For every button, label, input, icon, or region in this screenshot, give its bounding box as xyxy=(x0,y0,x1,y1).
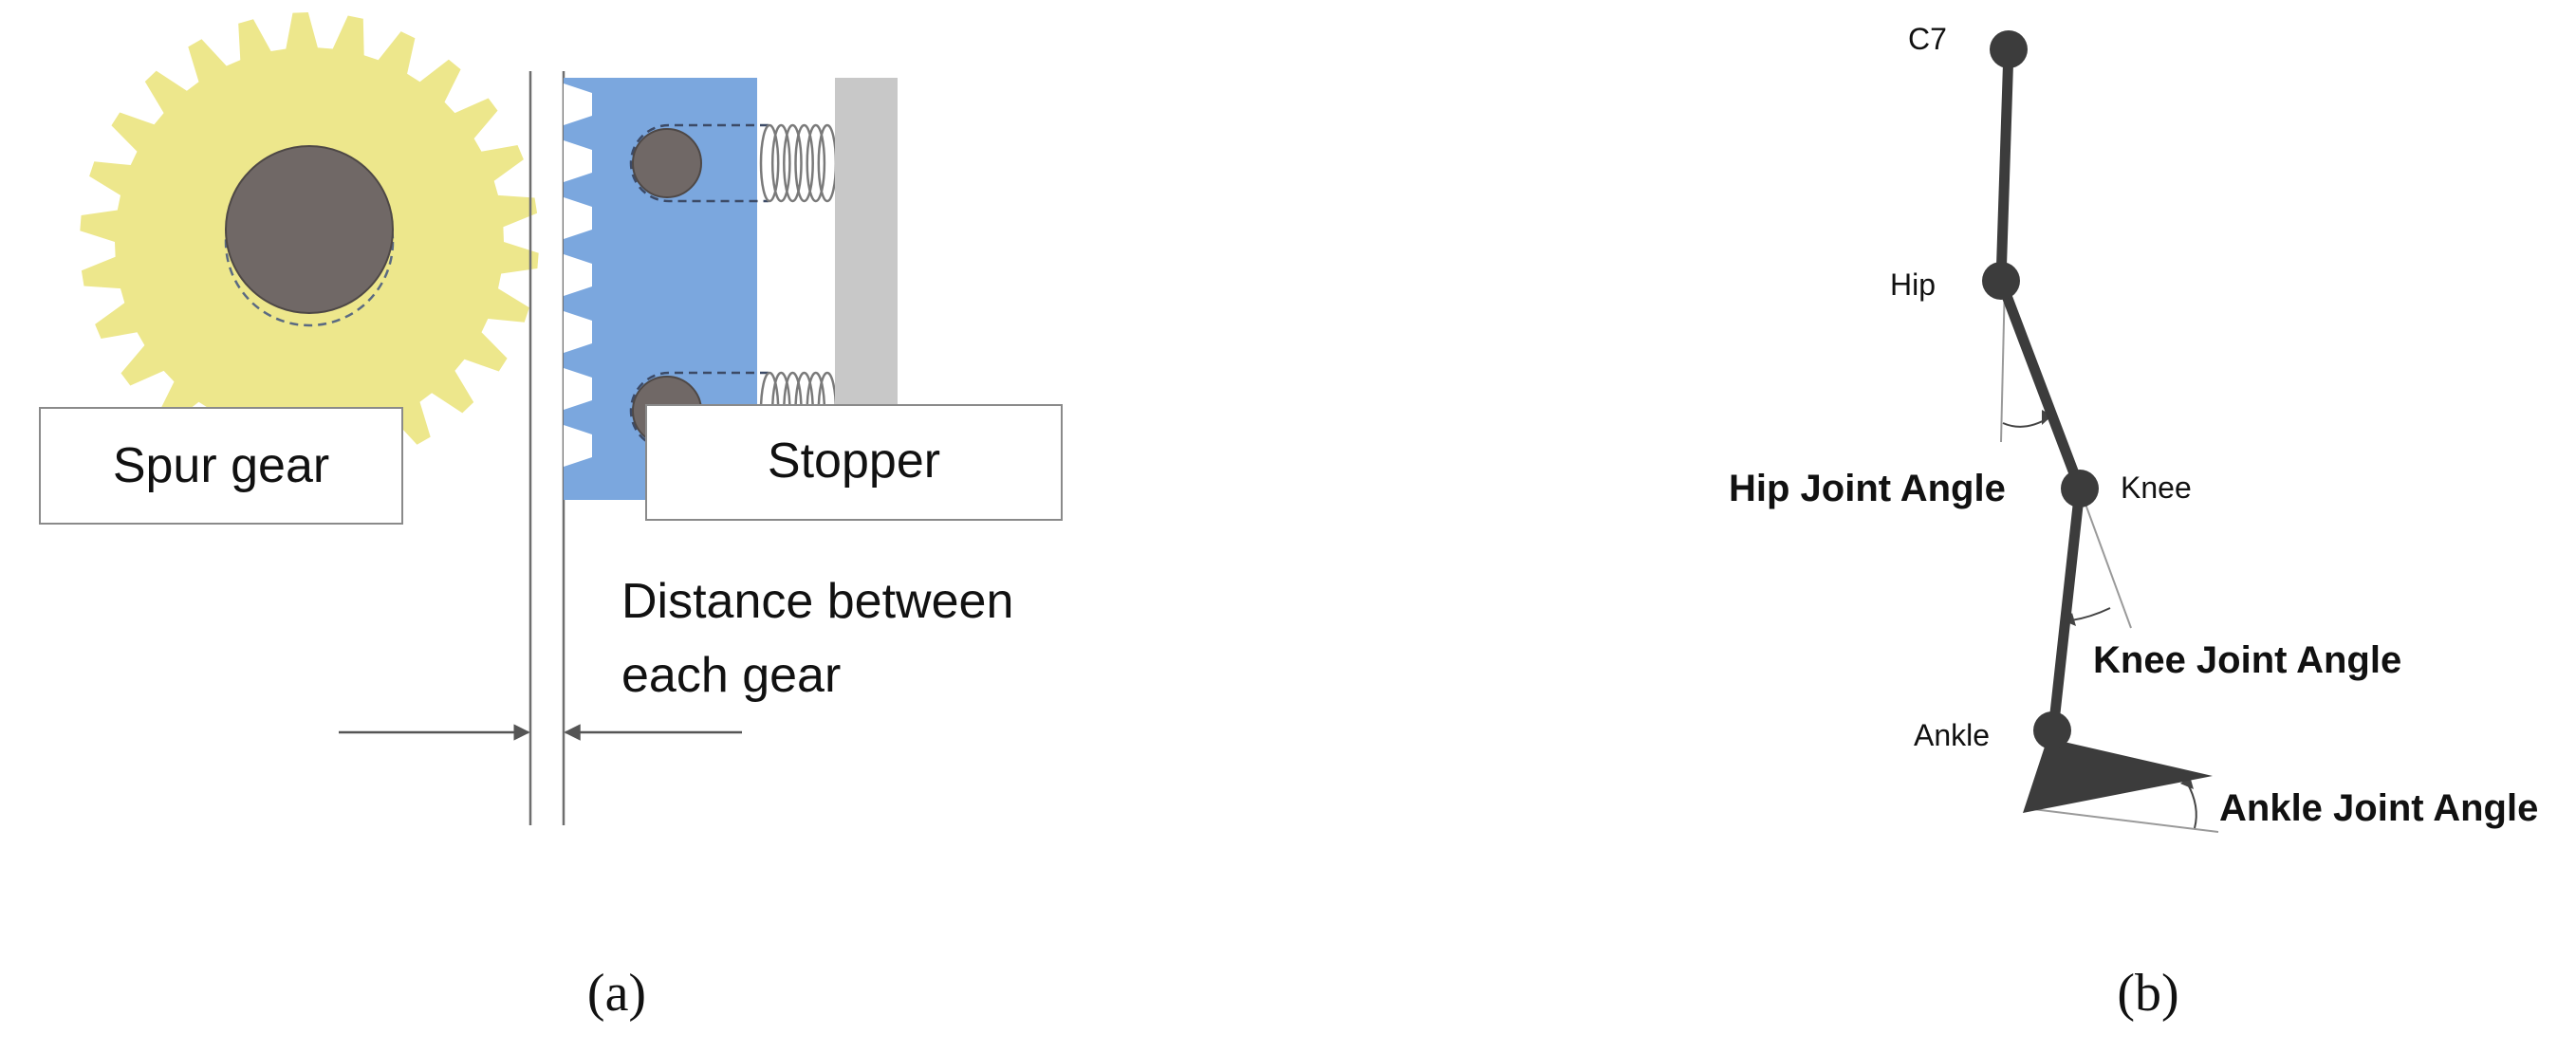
rack-teeth xyxy=(564,83,592,467)
hip-joint-angle-label: Hip Joint Angle xyxy=(1729,468,2006,509)
spur-gear-label: Spur gear xyxy=(113,438,329,493)
knee-joint-angle-label: Knee Joint Angle xyxy=(2093,639,2401,681)
trunk-segment xyxy=(1995,44,2014,286)
rack-tooth-notch xyxy=(564,140,592,182)
knee-label: Knee xyxy=(2121,471,2192,505)
foot-segment xyxy=(2023,738,2213,813)
ankle-marker xyxy=(2033,711,2071,749)
gear-hub xyxy=(225,145,394,314)
ankle-reference-line xyxy=(2025,807,2219,833)
hip-marker xyxy=(1982,262,2020,300)
rack-tooth-notch xyxy=(564,368,592,410)
spring-coil xyxy=(783,123,803,203)
spur-gear-label-box xyxy=(39,407,403,525)
stopper-label: Stopper xyxy=(768,434,940,489)
shank-segment xyxy=(2048,483,2085,736)
spring-coil xyxy=(759,123,780,203)
spring-coil xyxy=(817,123,838,203)
stopper-bar xyxy=(835,78,898,405)
rack-slot-upper xyxy=(629,123,769,203)
ankle-angle-arc xyxy=(2186,782,2197,829)
caption-a: (a) xyxy=(587,964,646,1023)
rack-pin-upper xyxy=(632,128,702,198)
panel-b: C7 Hip Knee Ankle Hip Joint Angle Knee J… xyxy=(1729,22,2538,1023)
knee-angle-arc xyxy=(2070,607,2111,621)
ankle-joint-angle-label: Ankle Joint Angle xyxy=(2219,787,2538,829)
hip-angle-arrowhead xyxy=(2042,410,2052,425)
rack-tooth-notch xyxy=(564,311,592,353)
hip-label: Hip xyxy=(1890,268,1936,302)
spring-coil xyxy=(770,123,791,203)
knee-marker xyxy=(2061,470,2099,508)
ankle-label: Ankle xyxy=(1914,718,1990,752)
spring-upper xyxy=(759,123,838,203)
rack-tooth-notch xyxy=(564,197,592,239)
stopper-label-box xyxy=(645,404,1063,521)
knee-reference-line xyxy=(2079,488,2132,629)
hip-reference-line xyxy=(2000,280,2006,443)
panel-a: Spur gear Stopper Distance between each … xyxy=(39,12,1063,1023)
distance-label-line2: each gear xyxy=(621,648,841,703)
caption-b: (b) xyxy=(2117,964,2178,1023)
spring-coil xyxy=(806,123,826,203)
rack-tooth-notch xyxy=(564,83,592,125)
c7-marker xyxy=(1990,30,2028,68)
c7-label: C7 xyxy=(1908,22,1947,56)
rack-tooth-notch xyxy=(564,425,592,467)
distance-label-line1: Distance between xyxy=(621,574,1013,629)
thigh-segment xyxy=(1995,275,2085,494)
spring-coil xyxy=(794,123,814,203)
rack-tooth-notch xyxy=(564,254,592,296)
spur-gear xyxy=(80,12,539,471)
